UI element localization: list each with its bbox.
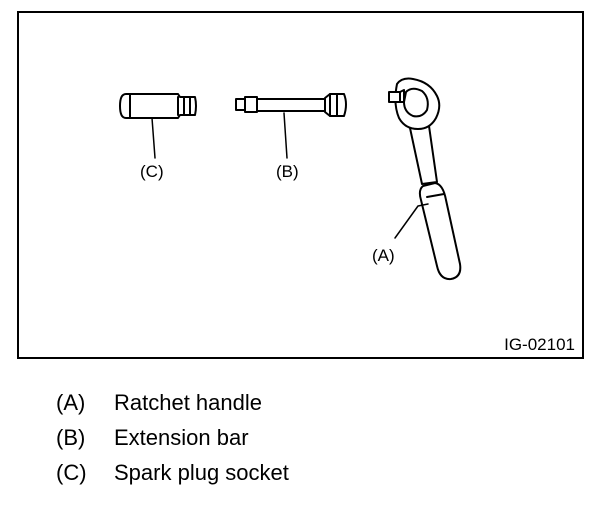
ratchet-handle xyxy=(388,77,462,281)
leader-lines xyxy=(151,112,429,239)
legend-item: (B) Extension bar xyxy=(56,425,289,460)
legend-text: Spark plug socket xyxy=(114,460,289,485)
legend-text: Ratchet handle xyxy=(114,390,262,415)
tool-illustration: (C) (B) (A) IG-02101 xyxy=(119,77,575,354)
legend-key: (A) xyxy=(56,390,86,415)
callout-c: (C) xyxy=(140,162,164,181)
figure-code: IG-02101 xyxy=(504,335,575,354)
legend-text: Extension bar xyxy=(114,425,249,450)
legend-item: (C) Spark plug socket xyxy=(56,460,289,495)
legend-item: (A) Ratchet handle xyxy=(56,390,289,425)
callout-a: (A) xyxy=(372,246,395,265)
legend-key: (C) xyxy=(56,460,87,485)
legend-key: (B) xyxy=(56,425,86,450)
leader-line-b xyxy=(283,112,288,159)
extension-bar xyxy=(235,93,347,117)
spark-plug-socket xyxy=(119,93,197,119)
figure-frame xyxy=(17,11,584,359)
callout-b: (B) xyxy=(276,162,299,181)
leader-line-c xyxy=(151,117,156,159)
legend: (A) Ratchet handle (B) Extension bar (C)… xyxy=(56,390,289,495)
leader-line-a xyxy=(394,203,429,239)
